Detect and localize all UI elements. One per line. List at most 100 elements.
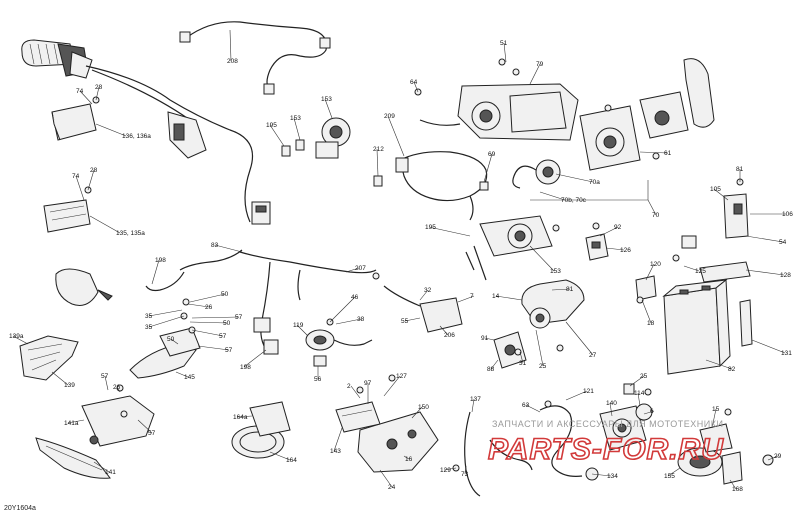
- callout-label: 91: [481, 335, 489, 342]
- leader-line: [116, 386, 121, 393]
- callout-label: 61: [664, 150, 672, 157]
- headlight-cover: [639, 91, 689, 139]
- lamp-164: [231, 401, 291, 459]
- callout-label: 198: [155, 257, 166, 264]
- leader-line: [419, 289, 429, 301]
- starter-motor: [521, 279, 585, 329]
- callout-label: 28: [95, 84, 103, 91]
- leader-line: [413, 81, 419, 93]
- callout-label: 208: [227, 58, 238, 65]
- callout-label: 81: [566, 286, 574, 293]
- leader-line: [729, 479, 737, 490]
- connector-208b: [263, 83, 275, 95]
- callout-label: 79: [536, 61, 544, 68]
- leader-line: [387, 115, 405, 157]
- leader-line: [667, 467, 681, 477]
- leader-line: [529, 245, 555, 272]
- leader-line: [639, 151, 669, 154]
- headlight-bezel: [579, 105, 641, 171]
- callout-label: 97: [364, 380, 372, 387]
- connector-208c: [319, 37, 331, 49]
- harness-207: [239, 251, 377, 274]
- callout-label: 145: [184, 374, 195, 381]
- leader-line: [483, 153, 493, 183]
- callout-label: 57: [101, 373, 109, 380]
- headlight-housing: [457, 83, 579, 141]
- leader-line: [151, 259, 160, 285]
- callout-label: 114: [634, 390, 645, 397]
- callout-label: 134: [607, 473, 618, 480]
- leader-line: [464, 465, 467, 475]
- callout-label: 74: [76, 88, 84, 95]
- leader-line: [104, 375, 109, 391]
- callout-label: 31: [519, 360, 527, 367]
- callout-label: 29: [774, 453, 782, 460]
- callout-label: 55: [401, 318, 409, 325]
- relay-153-top: [315, 117, 351, 159]
- leader-line: [189, 321, 228, 324]
- leader-line: [51, 371, 69, 386]
- callout-label: 140: [606, 400, 617, 407]
- leader-line: [745, 235, 784, 243]
- leader-line: [12, 335, 29, 345]
- leader-line: [191, 329, 224, 337]
- callout-label: 14: [492, 293, 500, 300]
- callout-label: 73: [461, 471, 469, 478]
- leader-line: [443, 467, 457, 471]
- sensor-126: [585, 233, 609, 261]
- callout-label: 38: [357, 316, 365, 323]
- callout-label: 153: [321, 96, 332, 103]
- callout-label: 35: [145, 313, 153, 320]
- callout-label: 81: [736, 166, 744, 173]
- leader-line: [296, 324, 309, 337]
- leader-line: [641, 299, 652, 324]
- leader-line: [484, 337, 495, 341]
- callout-label: 50: [221, 291, 229, 298]
- callout-label: 143: [330, 448, 341, 455]
- leader-line: [525, 404, 541, 413]
- harness-209: [395, 151, 488, 221]
- leader-line: [333, 427, 343, 452]
- callout-label: 70a: [589, 179, 600, 186]
- tail-light-141: [35, 395, 155, 479]
- callout-label: 35: [145, 324, 153, 331]
- callout-label: 50: [223, 320, 231, 327]
- harness-63: [489, 439, 533, 471]
- leader-line: [428, 226, 471, 237]
- leader-line: [137, 419, 153, 434]
- connector-208a: [179, 31, 191, 43]
- solenoid-88: [493, 331, 527, 369]
- leader-line: [67, 419, 85, 424]
- harness-208: [185, 21, 328, 91]
- component-155: [677, 423, 733, 477]
- connector-83: [253, 317, 271, 333]
- leader-line: [745, 269, 785, 276]
- callout-label: 207: [355, 265, 366, 272]
- callout-label: 51: [500, 40, 508, 47]
- bolts-153: [465, 245, 487, 281]
- callout-label: 131: [781, 350, 792, 357]
- leader-line: [379, 469, 393, 488]
- leader-line: [293, 117, 301, 141]
- bracket-150: [357, 411, 439, 473]
- callout-label: 57: [219, 333, 227, 340]
- callout-label: 198: [240, 364, 251, 371]
- leader-line: [75, 175, 85, 201]
- strap-131: [739, 299, 753, 347]
- leader-line: [403, 455, 410, 460]
- leader-lines: [12, 29, 786, 490]
- leader-line: [95, 123, 127, 137]
- harness-198: [145, 271, 185, 292]
- leader-line: [767, 455, 779, 461]
- leader-line: [187, 303, 210, 308]
- connector-120: [635, 275, 657, 301]
- clip-56: [313, 355, 327, 367]
- connector-198b: [263, 339, 279, 355]
- leader-line: [404, 317, 421, 322]
- callout-label: 24: [388, 484, 396, 491]
- leader-line: [529, 63, 541, 85]
- module-136: [51, 103, 97, 141]
